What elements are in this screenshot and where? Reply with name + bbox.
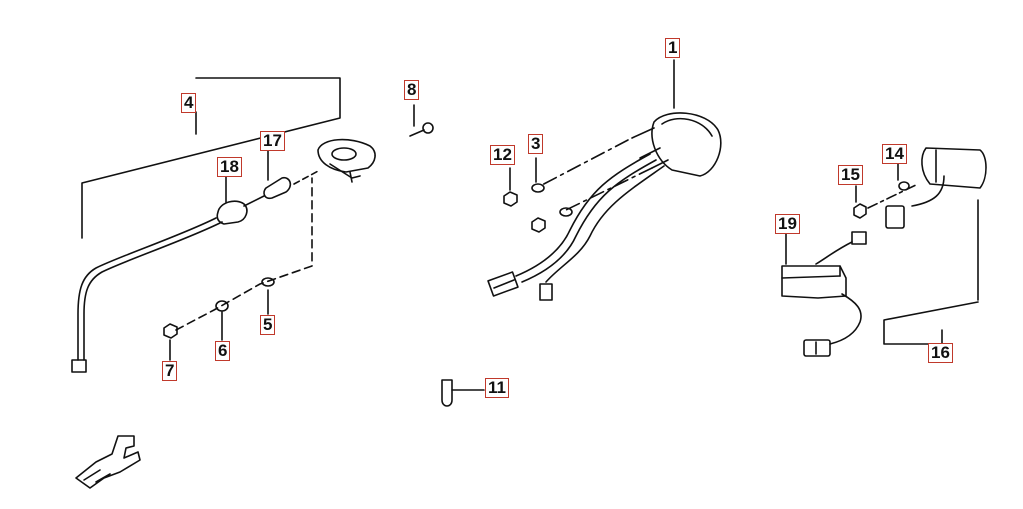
part-6-spring-washer [215,300,229,341]
callout-18: 18 [217,157,242,177]
part-19-module [781,231,867,357]
part-16-bracket [883,199,979,345]
part-1-tail-lamp [487,59,722,301]
callout-7: 7 [162,361,178,381]
callout-5: 5 [260,315,276,335]
front-direction-arrow-icon [75,435,141,489]
part-8-bolt [409,104,434,137]
callout-6: 6 [215,341,231,361]
part-5-washer [261,277,275,315]
part-18-socket-wire [71,175,265,373]
part-17-bulb [263,149,321,200]
part-7-nut [163,323,178,361]
part-3-washer [531,157,573,217]
callout-8: 8 [404,80,420,100]
callout-3: 3 [528,134,544,154]
part-11-pin [441,379,485,407]
group-4-bracket [81,77,341,239]
callout-19: 19 [775,214,800,234]
part-15-nut [853,185,867,219]
callout-14: 14 [882,144,907,164]
callout-15: 15 [838,165,863,185]
callout-4: 4 [181,93,197,113]
part-12-nut [503,167,546,233]
part-14-reflector-lamp [867,147,987,229]
callout-17: 17 [260,131,285,151]
callout-12: 12 [490,145,515,165]
callout-16: 16 [928,343,953,363]
callout-11: 11 [485,378,509,398]
callout-1: 1 [665,38,681,58]
part-4-lamp-housing [317,138,376,183]
